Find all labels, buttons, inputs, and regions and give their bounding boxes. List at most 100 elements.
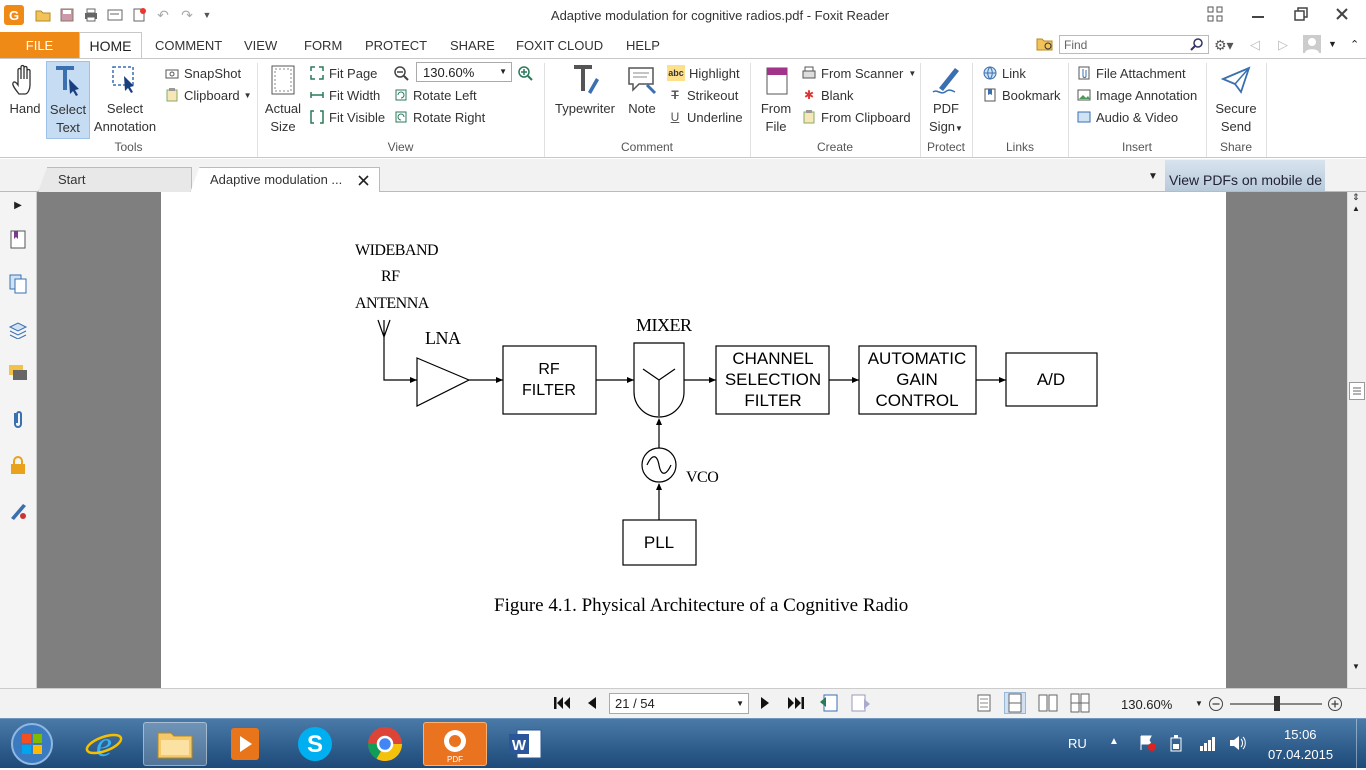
skype-icon[interactable]: S bbox=[283, 722, 347, 766]
actual-size-button[interactable]: Actual Size bbox=[262, 61, 304, 136]
scroll-up-icon[interactable]: ▲ bbox=[1352, 204, 1360, 213]
secure-send-button[interactable]: Secure Send bbox=[1210, 61, 1262, 136]
select-annotation-button[interactable]: Select Annotation bbox=[93, 61, 157, 136]
print-icon[interactable] bbox=[82, 6, 100, 24]
action-center-icon[interactable] bbox=[1139, 734, 1157, 755]
fit-page-button[interactable]: Fit Page bbox=[309, 63, 377, 83]
last-page-icon[interactable] bbox=[787, 695, 805, 714]
tab-protect[interactable]: PROTECT bbox=[365, 38, 428, 53]
pdf-sign-button[interactable]: PDF Sign▼ bbox=[924, 61, 968, 138]
single-page-view-icon[interactable] bbox=[976, 694, 992, 715]
power-icon[interactable] bbox=[1168, 734, 1186, 755]
hand-tool-button[interactable]: Hand bbox=[6, 61, 44, 118]
tab-share[interactable]: SHARE bbox=[450, 38, 495, 53]
find-search-icon[interactable] bbox=[1190, 37, 1204, 54]
zoom-level-dropdown-icon[interactable]: ▼ bbox=[1195, 699, 1203, 708]
page-number-input[interactable]: 21 / 54▼ bbox=[609, 693, 749, 714]
close-tab-icon[interactable] bbox=[358, 174, 369, 189]
select-text-button[interactable]: Select Text bbox=[46, 61, 90, 139]
clipboard-button[interactable]: Clipboard▼ bbox=[164, 85, 252, 105]
zoom-out-icon[interactable] bbox=[393, 65, 409, 84]
settings-gear-icon[interactable]: ⚙▾ bbox=[1214, 37, 1234, 53]
status-zoom-in-icon[interactable] bbox=[1327, 696, 1343, 715]
rotate-left-button[interactable]: Rotate Left bbox=[393, 85, 477, 105]
security-lock-icon[interactable] bbox=[7, 454, 29, 476]
show-desktop-button[interactable] bbox=[1356, 719, 1366, 769]
underline-button[interactable]: U Underline bbox=[667, 107, 743, 127]
link-button[interactable]: Link bbox=[982, 63, 1026, 83]
note-button[interactable]: Note bbox=[622, 61, 662, 118]
file-tab[interactable]: FILE bbox=[0, 32, 79, 58]
continuous-view-icon[interactable] bbox=[1004, 692, 1026, 714]
collapse-ribbon-icon[interactable]: ⌃ bbox=[1350, 39, 1360, 51]
tab-active-document[interactable]: Adaptive modulation ... bbox=[210, 172, 343, 187]
blank-button[interactable]: ✱ Blank bbox=[801, 85, 854, 105]
start-button[interactable] bbox=[8, 721, 56, 770]
zoom-in-icon[interactable] bbox=[517, 65, 533, 84]
internet-explorer-icon[interactable]: e bbox=[72, 722, 136, 766]
first-page-icon[interactable] bbox=[553, 695, 571, 714]
comments-panel-icon[interactable] bbox=[7, 363, 29, 385]
tab-list-dropdown-icon[interactable]: ▼ bbox=[1148, 171, 1158, 182]
document-viewer[interactable]: WIDEBAND RF ANTENNA LNA MIXER VCO Figure… bbox=[37, 192, 1347, 688]
tab-view[interactable]: VIEW bbox=[244, 38, 278, 53]
status-zoom-out-icon[interactable] bbox=[1208, 696, 1224, 715]
typewriter-button[interactable]: Typewriter bbox=[551, 61, 619, 118]
next-view-icon[interactable] bbox=[850, 693, 872, 716]
tab-form[interactable]: FORM bbox=[304, 38, 343, 53]
vertical-scrollbar[interactable]: ⇕ ▲ ▼ bbox=[1347, 192, 1366, 688]
fit-width-button[interactable]: Fit Width bbox=[309, 85, 380, 105]
previous-view-icon[interactable] bbox=[818, 693, 840, 716]
close-button[interactable] bbox=[1328, 4, 1356, 24]
tab-comment[interactable]: COMMENT bbox=[155, 38, 223, 53]
bookmarks-panel-icon[interactable] bbox=[7, 228, 29, 250]
tab-foxit-cloud[interactable]: FOXIT CLOUD bbox=[516, 38, 604, 53]
scroll-down-icon[interactable]: ▼ bbox=[1352, 662, 1360, 671]
redo-icon[interactable]: ↷ bbox=[181, 6, 193, 23]
search-folder-icon[interactable] bbox=[1036, 36, 1054, 55]
file-attachment-button[interactable]: File Attachment bbox=[1076, 63, 1186, 83]
foxit-app-icon[interactable]: G bbox=[4, 5, 24, 25]
save-icon[interactable] bbox=[58, 6, 76, 24]
layers-panel-icon[interactable] bbox=[7, 319, 29, 341]
expand-panel-icon[interactable]: ▶ bbox=[14, 199, 22, 211]
previous-page-icon[interactable] bbox=[585, 695, 597, 714]
snapshot-button[interactable]: SnapShot bbox=[164, 63, 241, 83]
zoom-level-text[interactable]: 130.60% bbox=[1121, 697, 1173, 712]
from-clipboard-button[interactable]: From Clipboard bbox=[801, 107, 911, 127]
find-input[interactable]: Find bbox=[1059, 35, 1209, 54]
user-account-icon[interactable] bbox=[1303, 35, 1321, 56]
nav-back-icon[interactable]: ◁ bbox=[1250, 37, 1260, 52]
word-icon[interactable]: W bbox=[493, 722, 557, 766]
signatures-panel-icon[interactable] bbox=[7, 500, 29, 522]
tab-start[interactable]: Start bbox=[58, 172, 86, 187]
audio-video-button[interactable]: Audio & Video bbox=[1076, 107, 1178, 127]
scroll-thumb[interactable] bbox=[1349, 382, 1365, 400]
image-annotation-button[interactable]: Image Annotation bbox=[1076, 85, 1197, 105]
split-view-icon[interactable]: ⇕ bbox=[1352, 192, 1360, 202]
ribbon-display-icon[interactable] bbox=[1201, 4, 1229, 24]
highlight-button[interactable]: abc Highlight bbox=[667, 65, 740, 81]
foxit-reader-taskbar-icon[interactable]: PDF bbox=[423, 722, 487, 766]
strikeout-button[interactable]: T Strikeout bbox=[667, 85, 738, 105]
rotate-right-button[interactable]: Rotate Right bbox=[393, 107, 485, 127]
next-page-icon[interactable] bbox=[760, 695, 772, 714]
media-player-icon[interactable] bbox=[213, 722, 277, 766]
new-document-icon[interactable] bbox=[130, 6, 148, 24]
bookmark-button[interactable]: Bookmark bbox=[982, 85, 1061, 105]
language-indicator[interactable]: RU bbox=[1068, 736, 1087, 751]
restore-button[interactable] bbox=[1287, 4, 1315, 24]
zoom-slider-thumb[interactable] bbox=[1274, 696, 1280, 711]
tab-help[interactable]: HELP bbox=[626, 38, 660, 53]
continuous-facing-view-icon[interactable] bbox=[1070, 693, 1090, 716]
minimize-button[interactable] bbox=[1244, 4, 1272, 24]
attachments-panel-icon[interactable] bbox=[7, 408, 29, 430]
nav-forward-icon[interactable]: ▷ bbox=[1278, 37, 1288, 52]
volume-icon[interactable] bbox=[1228, 734, 1248, 755]
network-signal-icon[interactable] bbox=[1198, 734, 1216, 755]
pages-panel-icon[interactable] bbox=[7, 273, 29, 295]
fit-visible-button[interactable]: Fit Visible bbox=[309, 107, 385, 127]
clock-date[interactable]: 07.04.2015 bbox=[1268, 747, 1334, 762]
mobile-ad-banner[interactable]: View PDFs on mobile de bbox=[1165, 160, 1325, 191]
zoom-select[interactable]: 130.60%▼ bbox=[416, 62, 512, 82]
